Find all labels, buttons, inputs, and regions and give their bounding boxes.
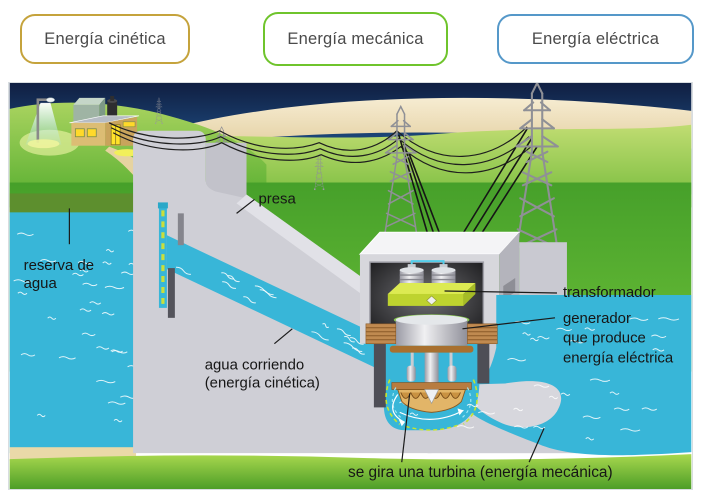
intake-gate-icon [167,268,175,318]
pointer-generador [462,317,556,330]
pointer-presa [236,198,255,214]
pointer-agua-corriendo [273,328,293,345]
label-generador-line1: generador [563,310,631,327]
turbine-icon [391,382,472,413]
label-generador-line3: energía eléctrica [563,350,674,367]
power-line-drop-bundle [397,128,538,244]
generator-coil [365,323,397,345]
energy-box-kinetic: Energía cinética [20,14,190,64]
penstock-water [166,235,388,374]
diagram-labels: presa reserva de agua agua corriendo (en… [24,190,674,481]
vent-icon [503,278,516,300]
intake-gate-icon [177,213,184,246]
house-window-strip [122,121,136,128]
house-icon [25,95,161,180]
street-lamp-icon [36,97,55,143]
label-presa: presa [258,190,296,207]
pointer-transformador [444,290,557,294]
chimney-tank-icon [107,95,118,120]
chamber-wall [373,339,386,408]
reservoir-waves [13,229,143,423]
label-agua-line2: (energía cinética) [205,374,320,391]
energy-box-mechanical-label: Energía mecánica [287,29,424,48]
energy-box-kinetic-label: Energía cinética [44,29,166,48]
power-lines [108,122,538,244]
rotation-arrows [392,394,464,427]
generator-coil [467,323,498,345]
house-window [74,128,85,138]
energy-box-electrical: Energía eléctrica [497,14,694,64]
label-turbina: se gira una turbina (energía mecánica) [348,464,613,481]
gauge-cap [157,202,168,209]
energy-box-mechanical: Energía mecánica [263,12,448,66]
penstock-streaks [175,266,365,355]
pointer-turbina-agua [528,428,545,463]
spillway-curve [470,381,562,428]
generator-icon [365,314,498,353]
lamp-beam [25,102,62,145]
label-reserva-line2: agua [24,275,58,292]
label-reserva-line1: reserva de [24,257,94,274]
dam-illustration: presa reserva de agua agua corriendo (en… [8,82,693,490]
generator-platform [387,283,476,306]
grass-strip [9,454,692,489]
chamber-wall [477,339,490,384]
label-agua-line1: agua corriendo [205,357,304,374]
water-spray [385,379,478,431]
turbine-shaft [406,352,457,385]
tailrace-waves [507,317,680,441]
reservoir-water [9,212,137,454]
powerhouse-roof [358,231,521,255]
label-generador-line2: que produce [563,330,646,347]
distant-hill-cream [114,97,692,153]
label-transformador: transformador [563,284,656,301]
energy-box-electrical-label: Energía eléctrica [531,29,660,48]
shore-strip [9,193,140,213]
pointer-turbina [401,393,411,463]
house-window [86,128,97,138]
